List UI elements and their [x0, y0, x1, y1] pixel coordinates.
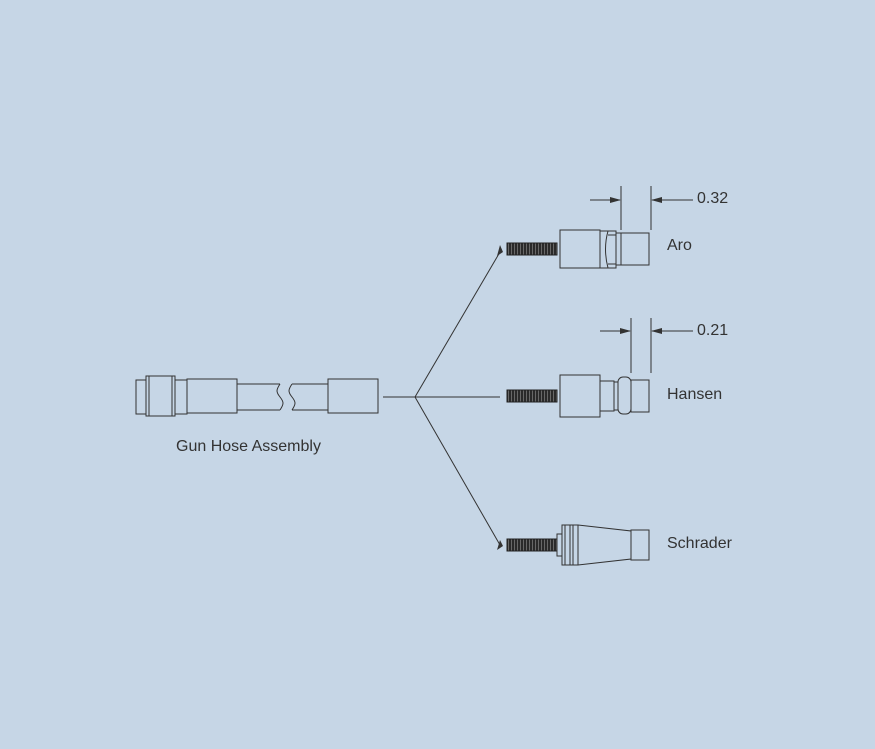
dimension-value-hansen: 0.21 — [697, 322, 729, 339]
dimension-value-aro: 0.32 — [697, 190, 729, 207]
fitting-label-aro: Aro — [667, 237, 692, 254]
fitting-label-schrader: Schrader — [667, 535, 732, 552]
hansen-dimension — [600, 318, 693, 373]
hansen-fitting-drawing — [506, 374, 650, 418]
assembly-label: Gun Hose Assembly — [176, 438, 321, 455]
aro-fitting-drawing — [506, 229, 650, 269]
gun-hose-assembly-drawing — [135, 375, 415, 417]
connector-line-schrader — [414, 396, 501, 546]
connector-line-aro — [414, 251, 501, 398]
schrader-fitting-drawing — [506, 524, 650, 566]
fitting-label-hansen: Hansen — [667, 386, 723, 403]
aro-dimension — [590, 186, 693, 230]
